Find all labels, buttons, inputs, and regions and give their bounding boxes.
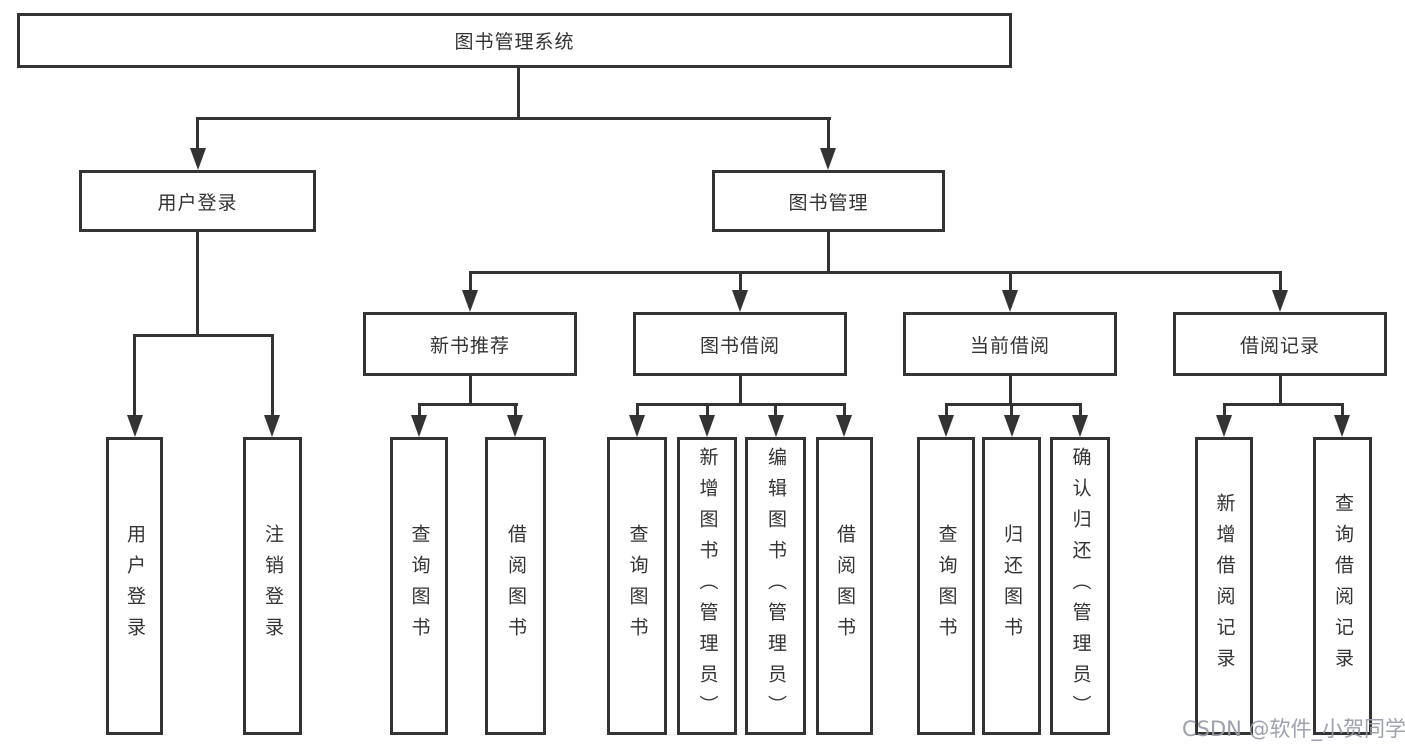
connector-m1-shaft-2: [514, 403, 517, 417]
connector-userlogin-right-shaft: [271, 334, 274, 417]
arrow-down-icon: [1272, 290, 1288, 312]
node-book-borrow: 图书借阅: [633, 312, 847, 376]
leaf-borrow-add-book: 新增图书（管理员）: [677, 437, 737, 735]
leaf-borrow-edit-book-label: 编辑图书（管理员）: [765, 446, 787, 726]
connector-m1-hline: [418, 403, 518, 406]
node-book-borrow-label: 图书借阅: [699, 334, 780, 357]
arrow-down-icon: [190, 148, 206, 170]
arrow-down-icon: [1334, 415, 1350, 437]
connector-root-vline: [517, 68, 520, 118]
connector-bookmgmt-shaft-3: [1009, 271, 1012, 292]
connector-m1-shaft-1: [418, 403, 421, 417]
connector-m2-shaft-3: [774, 403, 777, 417]
connector-root-right-shaft: [827, 117, 830, 150]
connector-userlogin-hline: [133, 334, 274, 337]
connector-bookmgmt-shaft-2: [739, 271, 742, 292]
leaf-logout: 注销登录: [243, 437, 302, 735]
arrow-down-icon: [1216, 415, 1232, 437]
connector-m3-hline: [945, 403, 1082, 406]
leaf-user-login: 用户登录: [106, 437, 163, 735]
arrow-down-icon: [411, 415, 427, 437]
arrow-down-icon: [1072, 415, 1088, 437]
connector-m2-shaft-4: [843, 403, 846, 417]
node-new-book-rec: 新书推荐: [363, 312, 577, 376]
leaf-record-add-label: 新增借阅记录: [1213, 493, 1236, 679]
leaf-rec-borrow-book-label: 借阅图书: [505, 524, 527, 648]
arrow-down-icon: [1002, 290, 1018, 312]
connector-bookmgmt-hline: [469, 271, 1282, 274]
node-book-mgmt: 图书管理: [712, 170, 945, 232]
connector-root-hline: [196, 117, 831, 120]
arrow-down-icon: [1004, 415, 1020, 437]
arrow-down-icon: [699, 415, 715, 437]
leaf-borrow-query-book: 查询图书: [607, 437, 667, 735]
connector-m4-shaft-1: [1223, 403, 1226, 417]
leaf-user-login-label: 用户登录: [124, 524, 146, 648]
connector-m2-shaft-2: [706, 403, 709, 417]
leaf-borrow-query-book-label: 查询图书: [626, 524, 649, 648]
connector-m4-hline: [1223, 403, 1344, 406]
node-current-borrow: 当前借阅: [903, 312, 1117, 376]
arrow-down-icon: [836, 415, 852, 437]
leaf-logout-label: 注销登录: [262, 524, 284, 648]
arrow-down-icon: [938, 415, 954, 437]
leaf-current-return-book-label: 归还图书: [1001, 524, 1023, 648]
arrow-down-icon: [820, 148, 836, 170]
connector-userlogin-vline: [196, 232, 199, 335]
connector-m3-shaft-3: [1079, 403, 1082, 417]
node-user-login: 用户登录: [79, 170, 316, 232]
connector-m3-vline: [1009, 376, 1012, 405]
node-root-label: 图书管理系统: [454, 31, 575, 53]
leaf-rec-query-book: 查询图书: [390, 437, 448, 735]
node-current-borrow-label: 当前借阅: [969, 334, 1050, 357]
connector-m2-shaft-1: [636, 403, 639, 417]
leaf-record-query-label: 查询借阅记录: [1332, 493, 1354, 679]
leaf-borrow-edit-book: 编辑图书（管理员）: [745, 437, 806, 735]
connector-bookmgmt-shaft-4: [1279, 271, 1282, 292]
connector-root-left-shaft: [196, 117, 199, 150]
arrow-down-icon: [732, 290, 748, 312]
connector-m2-hline: [636, 403, 846, 406]
connector-m3-shaft-1: [945, 403, 948, 417]
connector-m1-vline: [469, 376, 472, 405]
leaf-borrow-borrow-book: 借阅图书: [816, 437, 873, 735]
arrow-down-icon: [264, 415, 280, 437]
leaf-rec-query-book-label: 查询图书: [408, 524, 431, 648]
connector-bookmgmt-vline: [827, 232, 830, 272]
connector-m2-vline: [739, 376, 742, 405]
leaf-borrow-add-book-label: 新增图书（管理员）: [696, 446, 719, 726]
leaf-record-add: 新增借阅记录: [1195, 437, 1253, 735]
csdn-watermark: CSDN @软件_小贺同学: [1182, 717, 1405, 741]
arrow-down-icon: [462, 290, 478, 312]
leaf-rec-borrow-book: 借阅图书: [485, 437, 546, 735]
arrow-down-icon: [127, 415, 143, 437]
node-borrow-record: 借阅记录: [1173, 312, 1387, 376]
connector-bookmgmt-shaft-1: [469, 271, 472, 292]
node-root: 图书管理系统: [17, 13, 1012, 68]
leaf-borrow-borrow-book-label: 借阅图书: [834, 524, 856, 648]
connector-userlogin-left-shaft: [133, 334, 136, 417]
leaf-current-return-book: 归还图书: [982, 437, 1041, 735]
leaf-record-query: 查询借阅记录: [1313, 437, 1372, 735]
connector-m4-vline: [1279, 376, 1282, 405]
arrow-down-icon: [629, 415, 645, 437]
node-borrow-record-label: 借阅记录: [1239, 334, 1320, 357]
node-new-book-rec-label: 新书推荐: [429, 334, 510, 357]
connector-m4-shaft-2: [1341, 403, 1344, 417]
leaf-current-query-book-label: 查询图书: [935, 524, 958, 648]
arrow-down-icon: [507, 415, 523, 437]
leaf-current-query-book: 查询图书: [917, 437, 975, 735]
arrow-down-icon: [768, 415, 784, 437]
node-user-login-label: 用户登录: [157, 191, 238, 214]
connector-m3-shaft-2: [1010, 403, 1013, 417]
leaf-current-confirm-return-label: 确认归还（管理员）: [1069, 446, 1092, 726]
node-book-mgmt-label: 图书管理: [788, 191, 869, 214]
leaf-current-confirm-return: 确认归还（管理员）: [1050, 437, 1110, 735]
